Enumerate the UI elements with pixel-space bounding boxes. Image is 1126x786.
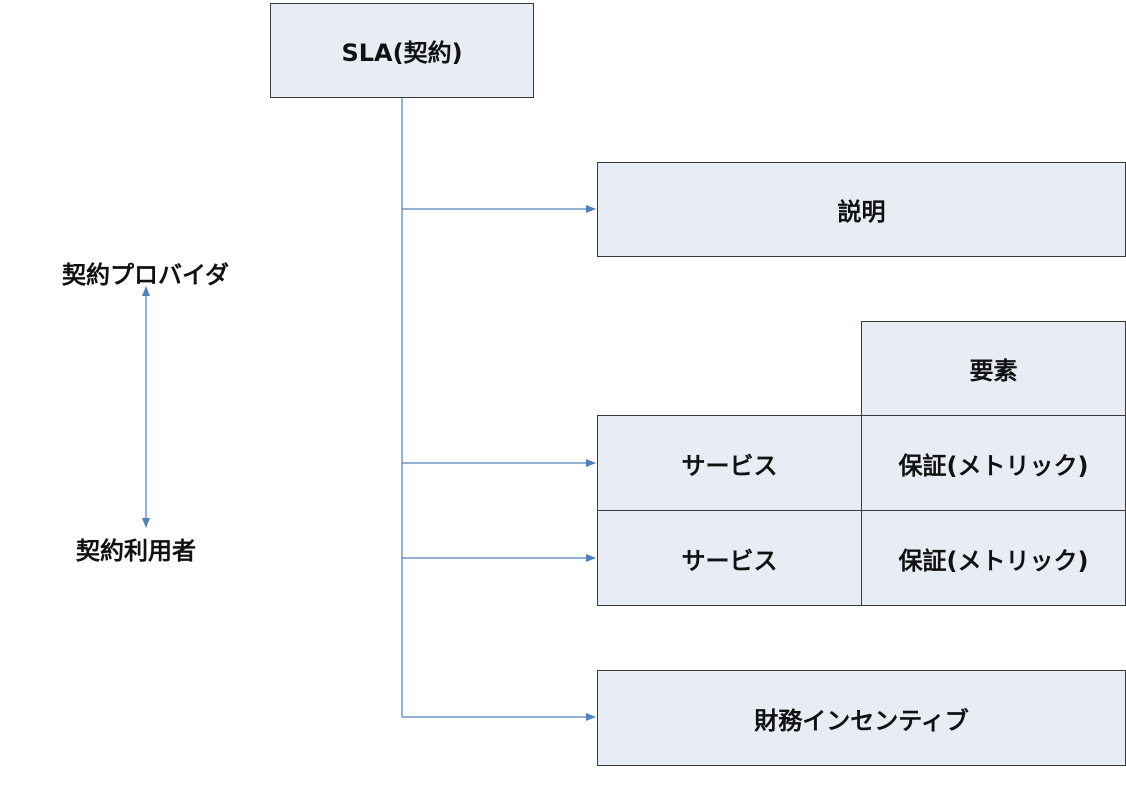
service-label: サービス xyxy=(681,546,778,575)
description-box: 説明 xyxy=(597,162,1126,257)
sla-contract-label: SLA(契約) xyxy=(341,39,463,67)
elements-header-box: 要素 xyxy=(861,321,1126,416)
sla-contract-box: SLA(契約) xyxy=(270,3,534,98)
financial-incentive-label: 財務インセンティブ xyxy=(754,706,969,735)
contract-provider-label: 契約プロバイダ xyxy=(62,261,230,289)
elements-header-label: 要素 xyxy=(969,357,1018,385)
contract-consumer-label: 契約利用者 xyxy=(76,537,196,565)
service-label: サービス xyxy=(681,451,778,480)
guarantee-label: 保証(メトリック) xyxy=(898,451,1089,480)
guarantee-label: 保証(メトリック) xyxy=(898,546,1089,575)
financial-incentive-box: 財務インセンティブ xyxy=(597,670,1126,766)
guarantee-cell-row-1: 保証(メトリック) xyxy=(861,415,1126,511)
service-cell-row-2: サービス xyxy=(597,510,862,606)
description-label: 説明 xyxy=(837,198,886,226)
service-cell-row-1: サービス xyxy=(597,415,862,511)
guarantee-cell-row-2: 保証(メトリック) xyxy=(861,510,1126,606)
